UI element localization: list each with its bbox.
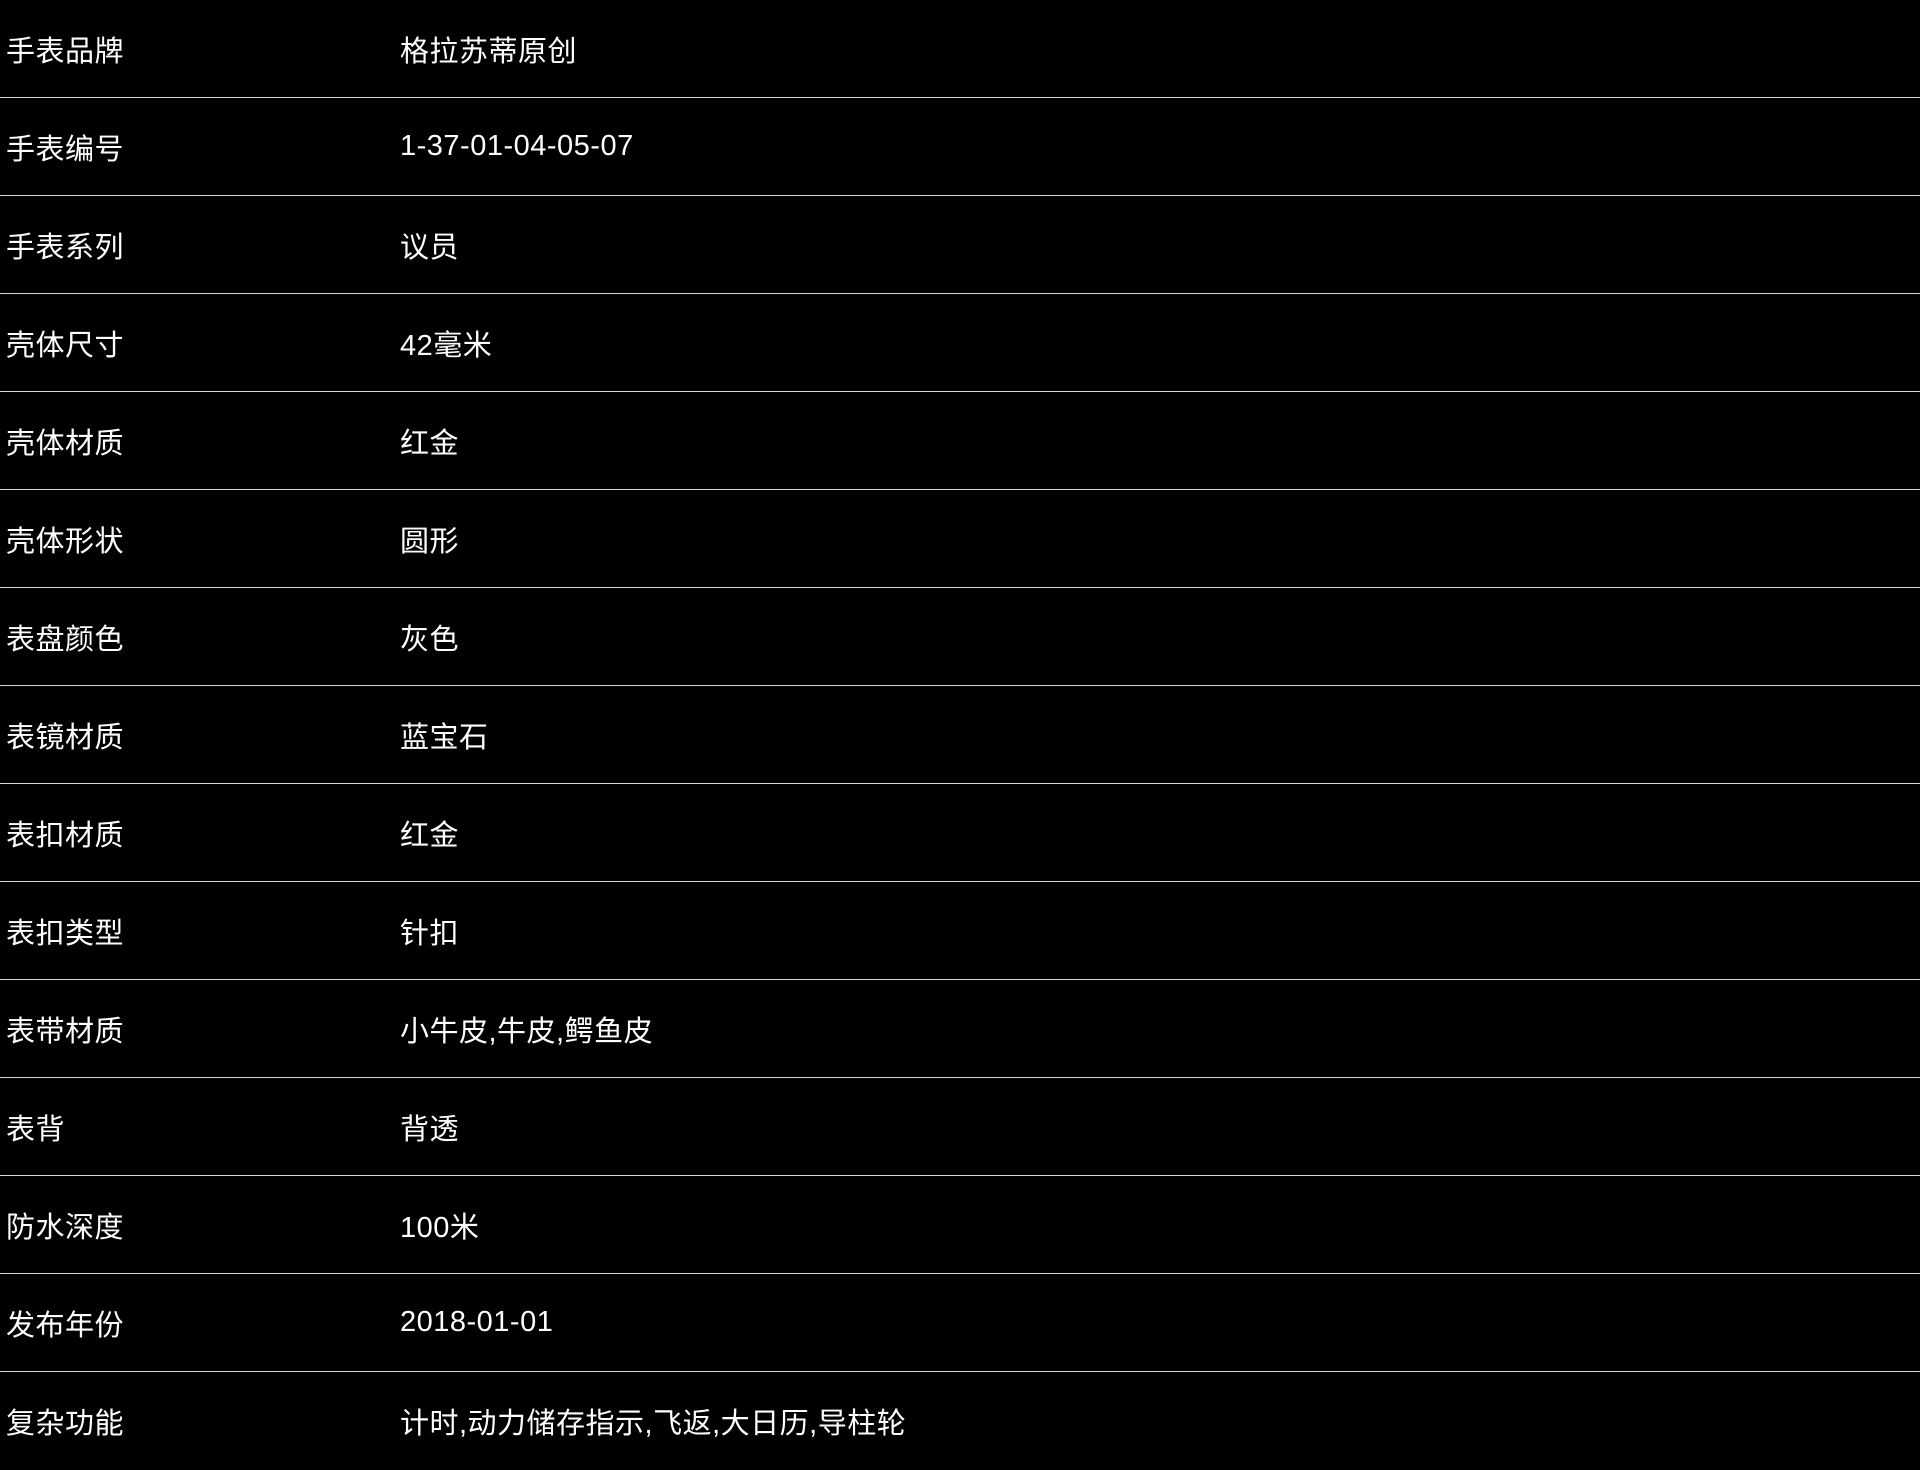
spec-label: 壳体形状 xyxy=(6,525,125,558)
spec-row-model-number: 手表编号 1-37-01-04-05-07 xyxy=(0,98,1920,196)
spec-label: 复杂功能 xyxy=(6,1408,125,1440)
spec-row-crystal-material: 表镜材质 蓝宝石 xyxy=(0,686,1920,784)
spec-value: 针扣 xyxy=(400,917,460,950)
spec-label: 壳体材质 xyxy=(6,427,125,460)
spec-label: 手表品牌 xyxy=(6,35,125,68)
spec-row-clasp-material: 表扣材质 红金 xyxy=(0,784,1920,882)
spec-value: 2018-01-01 xyxy=(400,1306,554,1338)
spec-label: 壳体尺寸 xyxy=(6,329,125,362)
spec-value: 格拉苏蒂原创 xyxy=(400,35,578,68)
spec-label: 手表编号 xyxy=(6,133,125,166)
spec-label: 表扣材质 xyxy=(6,819,125,852)
spec-row-clasp-type: 表扣类型 针扣 xyxy=(0,882,1920,980)
spec-row-release-year: 发布年份 2018-01-01 xyxy=(0,1274,1920,1372)
spec-value: 红金 xyxy=(400,819,460,852)
spec-row-series: 手表系列 议员 xyxy=(0,196,1920,294)
spec-value: 小牛皮,牛皮,鳄鱼皮 xyxy=(400,1015,654,1048)
spec-label: 表镜材质 xyxy=(6,721,125,754)
spec-value: 背透 xyxy=(400,1113,460,1146)
spec-row-brand: 手表品牌 格拉苏蒂原创 xyxy=(0,0,1920,98)
spec-label: 发布年份 xyxy=(6,1309,125,1342)
spec-row-strap-material: 表带材质 小牛皮,牛皮,鳄鱼皮 xyxy=(0,980,1920,1078)
spec-row-case-back: 表背 背透 xyxy=(0,1078,1920,1176)
spec-value: 42毫米 xyxy=(400,329,493,362)
spec-value: 红金 xyxy=(400,427,460,460)
spec-row-dial-color: 表盘颜色 灰色 xyxy=(0,588,1920,686)
spec-row-case-shape: 壳体形状 圆形 xyxy=(0,490,1920,588)
spec-row-water-resistance: 防水深度 100米 xyxy=(0,1176,1920,1274)
spec-value: 灰色 xyxy=(400,623,460,656)
spec-label: 表扣类型 xyxy=(6,917,125,950)
spec-value: 1-37-01-04-05-07 xyxy=(400,130,634,162)
spec-value: 圆形 xyxy=(400,525,460,558)
spec-value: 蓝宝石 xyxy=(400,721,489,754)
spec-label: 表带材质 xyxy=(6,1015,125,1048)
spec-label: 防水深度 xyxy=(6,1211,125,1244)
spec-label: 手表系列 xyxy=(6,231,125,264)
spec-row-case-size: 壳体尺寸 42毫米 xyxy=(0,294,1920,392)
spec-value: 100米 xyxy=(400,1211,480,1244)
spec-value: 计时,动力储存指示,飞返,大日历,导柱轮 xyxy=(400,1408,907,1440)
spec-row-complications: 复杂功能 计时,动力储存指示,飞返,大日历,导柱轮 xyxy=(0,1372,1920,1470)
spec-label: 表盘颜色 xyxy=(6,623,125,656)
spec-value: 议员 xyxy=(400,231,460,264)
spec-label: 表背 xyxy=(6,1113,66,1146)
spec-row-case-material: 壳体材质 红金 xyxy=(0,392,1920,490)
